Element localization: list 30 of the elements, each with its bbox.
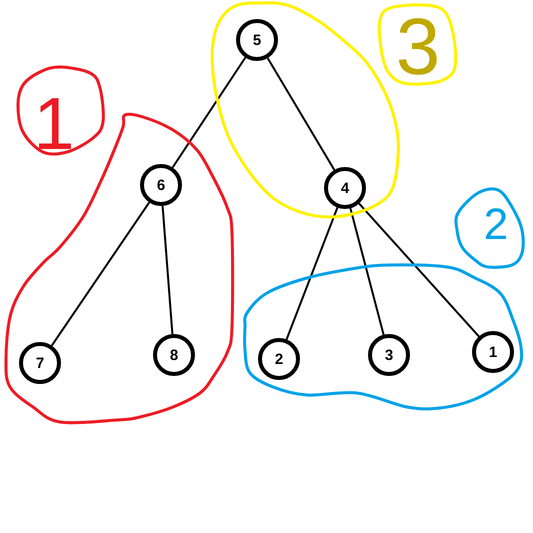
tree-node-circle [140,164,182,206]
edge-line [266,58,336,170]
tree-node-circle [236,19,278,61]
hand-drawn-loop [377,2,458,87]
edge-line [162,206,174,334]
tree-node-circle [368,334,410,376]
node-number: 3 [384,348,394,362]
node-number: 1 [488,344,498,360]
tree-node-circle [324,167,366,209]
edge-line [50,202,150,346]
edge-line [286,207,338,340]
group-number: 3 [396,7,440,87]
edge-line [172,56,246,168]
hand-drawn-loop [454,187,525,270]
node-number: 5 [252,32,262,48]
group-number: 1 [33,87,75,161]
group-outline [242,262,524,411]
group-number: 2 [484,203,508,247]
node-number: 7 [36,356,44,370]
tree-node-circle [472,331,514,373]
node-number: 6 [156,178,166,192]
hand-drawn-loop [15,64,106,155]
tree-node-circle [258,338,300,380]
edge-line [349,208,385,335]
tree-node-circle [153,334,195,376]
node-number: 4 [340,180,350,196]
node-number: 2 [274,352,284,366]
tree-node-circle [19,342,61,384]
edge-line [358,202,480,338]
node-number: 8 [170,348,178,362]
